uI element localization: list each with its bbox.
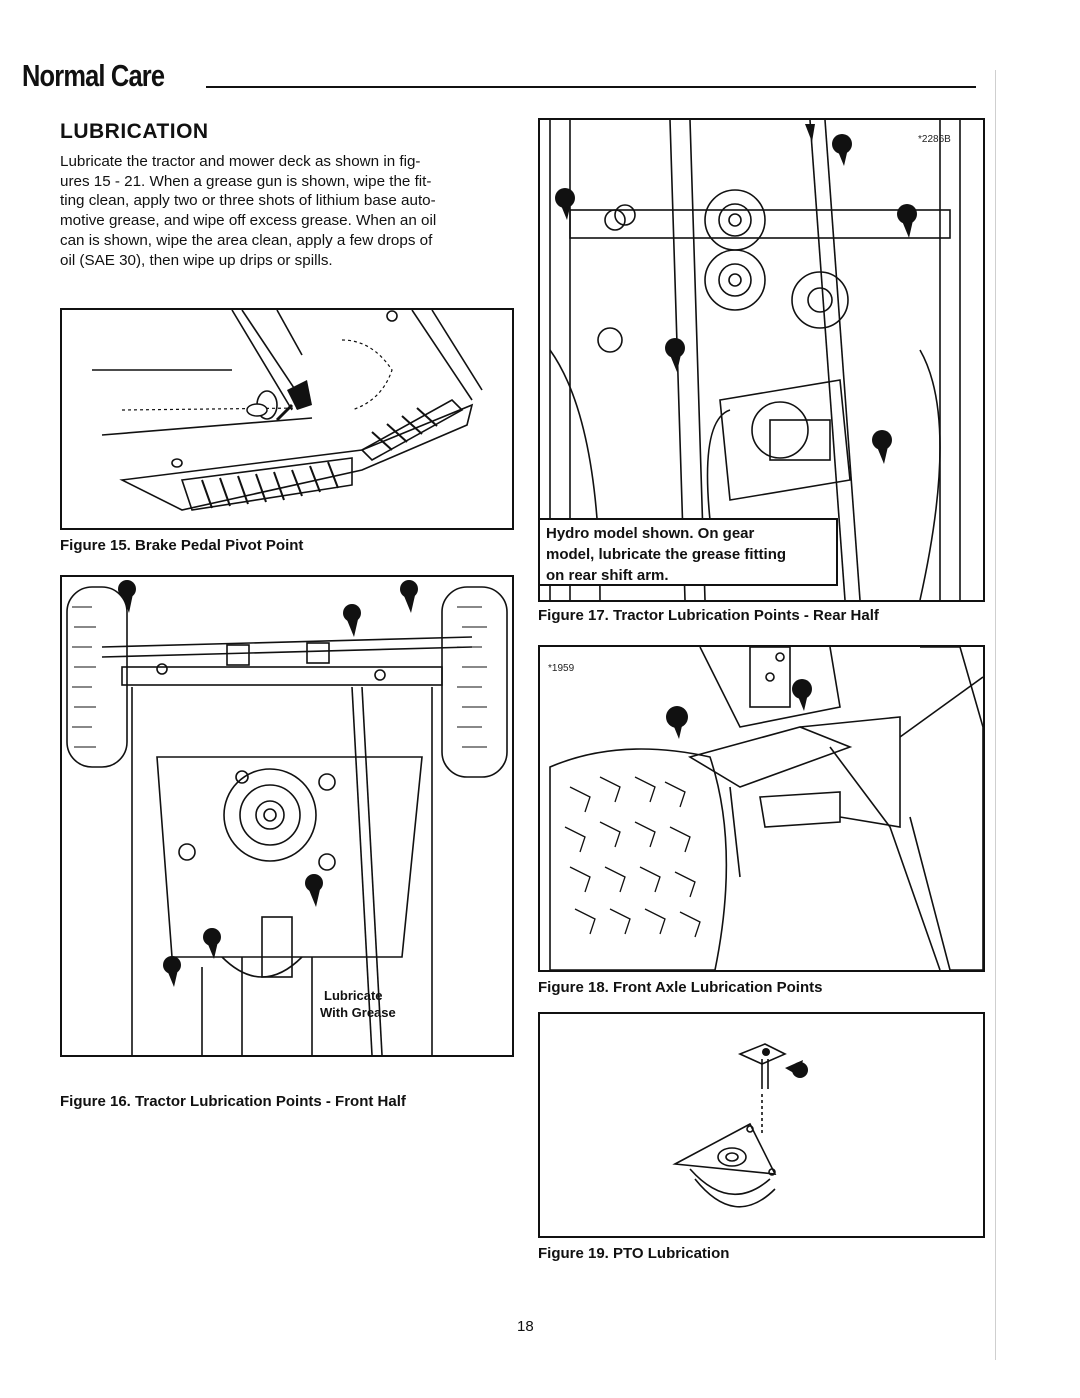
figure-18-front-axle-illustration: *1959 xyxy=(538,645,985,972)
body-line: can is shown, wipe the area clean, apply… xyxy=(60,231,433,249)
header-rule xyxy=(206,86,976,88)
figure-15-brake-pedal-illustration xyxy=(60,308,514,530)
page-number: 18 xyxy=(517,1318,534,1335)
figure-19-pto-illustration xyxy=(538,1012,985,1238)
body-line: ures 15 - 21. When a grease gun is shown… xyxy=(60,172,432,190)
figure-16-front-half-illustration: Lubricate With Grease xyxy=(60,575,514,1057)
margin-rule xyxy=(995,70,996,1360)
body-line: ting clean, apply two or three shots of … xyxy=(60,192,436,210)
figure-15-caption: Figure 15. Brake Pedal Pivot Point xyxy=(60,537,304,554)
tractor-front-half-drawing xyxy=(66,580,508,1055)
figure-16-caption: Figure 16. Tractor Lubrication Points - … xyxy=(60,1093,406,1110)
lubrication-instructions: Lubricate the tractor and mower deck as … xyxy=(60,152,505,270)
plate-number: *2286B xyxy=(918,134,951,145)
plate-number: *1959 xyxy=(548,663,575,674)
note-line: on rear shift arm. xyxy=(546,567,669,584)
pto-clutch-drawing xyxy=(672,1043,808,1208)
callout-line: Lubricate xyxy=(324,988,383,1003)
note-line: model, lubricate the grease fitting xyxy=(546,546,787,563)
brake-pedal-drawing xyxy=(92,310,483,511)
gear-model-note: Hydro model shown. On gear model, lubric… xyxy=(538,518,838,586)
front-axle-drawing xyxy=(549,647,983,970)
figure-19-caption: Figure 19. PTO Lubrication xyxy=(538,1245,730,1262)
section-heading: LUBRICATION xyxy=(60,120,209,143)
body-line: motive grease, and wipe off excess greas… xyxy=(60,212,437,230)
tractor-rear-half-drawing xyxy=(549,120,961,600)
note-line: Hydro model shown. On gear xyxy=(546,525,755,542)
lubricate-with-grease-callout: Lubricate With Grease xyxy=(320,987,396,1021)
body-line: oil (SAE 30), then wipe up drips or spil… xyxy=(60,251,333,269)
callout-line: With Grease xyxy=(320,1005,396,1020)
figure-18-caption: Figure 18. Front Axle Lubrication Points xyxy=(538,979,823,996)
page-header-title: Normal Care xyxy=(22,58,165,93)
figure-17-caption: Figure 17. Tractor Lubrication Points - … xyxy=(538,607,879,624)
body-line: Lubricate the tractor and mower deck as … xyxy=(60,153,421,170)
